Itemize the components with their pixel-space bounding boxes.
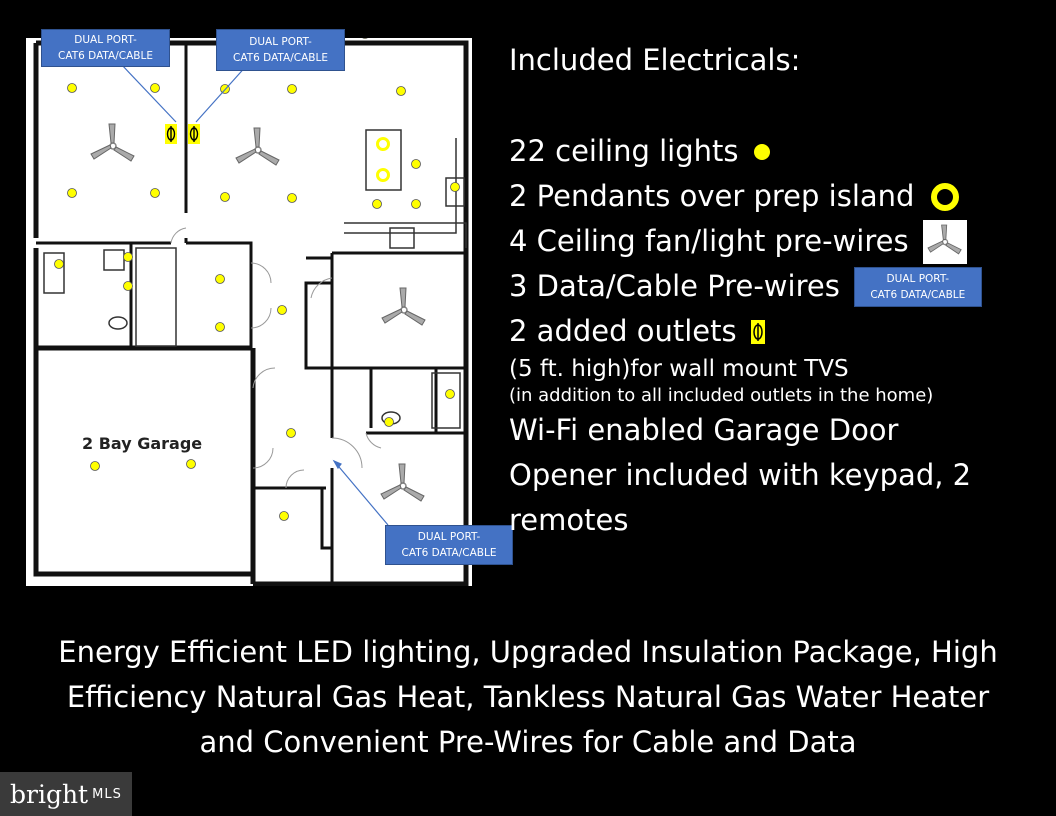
garage-opener-line: Opener included with keypad, 2 [509, 458, 972, 492]
brand-suffix: MLS [92, 786, 122, 802]
ceiling-light-icon [90, 461, 100, 471]
ceiling-light-icon [215, 322, 225, 332]
ceiling-light-icon [396, 86, 406, 96]
legend-text: 2 Pendants over prep island [509, 179, 915, 213]
ceiling-light-icon [372, 199, 382, 209]
ceiling-light-icon [411, 199, 421, 209]
pointer-arrow [333, 460, 389, 526]
ceiling-light-icon [67, 83, 77, 93]
port-label-line: CAT6 DATA/CABLE [870, 288, 966, 301]
brand-name: bright [10, 779, 89, 809]
pendant-icon [928, 180, 962, 214]
features-text: Energy Efficient LED lighting, Upgraded … [40, 630, 1016, 765]
pointer-arrow [120, 63, 177, 123]
port-label-line: CAT6 DATA/CABLE [401, 547, 497, 559]
ceiling-light-icon [287, 193, 297, 203]
ceiling-light-icon [384, 417, 394, 427]
legend-title: Included Electricals: [509, 43, 801, 77]
legend-text: 22 ceiling lights [509, 134, 739, 168]
ceiling-fan-icon [922, 219, 967, 264]
legend: Included Electricals: 22 ceiling lights … [509, 40, 982, 543]
outlets-note-secondary: (in addition to all included outlets in … [509, 385, 934, 406]
legend-row-fans: 4 Ceiling fan/light pre-wires [509, 219, 982, 264]
garage-opener-line: Wi-Fi enabled Garage Door [509, 413, 899, 447]
pendant-icon [376, 168, 390, 182]
data-port-label: DUAL PORT- CAT6 DATA/CABLE [216, 29, 345, 71]
pointer-arrow [195, 63, 249, 123]
floor-plan [26, 38, 472, 586]
outlet-icon [750, 319, 765, 344]
legend-row-pendants: 2 Pendants over prep island [509, 174, 982, 219]
outlets-note: (5 ft. high)for wall mount TVS [509, 356, 849, 382]
features-line: Energy Efficient LED lighting, Upgraded … [58, 635, 998, 669]
ceiling-light-icon [752, 142, 772, 162]
ceiling-light-icon [215, 274, 225, 284]
legend-text: 4 Ceiling fan/light pre-wires [509, 224, 909, 258]
ceiling-light-icon [67, 188, 77, 198]
ceiling-light-icon [286, 428, 296, 438]
port-label-line: DUAL PORT- [417, 531, 481, 543]
legend-text: 3 Data/Cable Pre-wires [509, 269, 840, 303]
port-label-line: CAT6 DATA/CABLE [233, 52, 328, 64]
ceiling-light-icon [277, 305, 287, 315]
port-label-line: CAT6 DATA/CABLE [58, 50, 153, 62]
ceiling-light-icon [362, 38, 368, 39]
legend-row-data: 3 Data/Cable Pre-wires DUAL PORT- CAT6 D… [509, 264, 982, 309]
garage-label: 2 Bay Garage [82, 434, 203, 453]
ceiling-light-icon [411, 159, 421, 169]
brand-watermark: bright MLS [0, 772, 132, 816]
ceiling-light-icon [220, 192, 230, 202]
ceiling-light-icon [279, 511, 289, 521]
features-line: and Convenient Pre-Wires for Cable and D… [199, 725, 857, 759]
data-port-label: DUAL PORT- CAT6 DATA/CABLE [853, 266, 982, 307]
legend-text: 2 added outlets [509, 314, 737, 348]
pendant-icon [376, 137, 390, 151]
ceiling-light-icon [54, 259, 64, 269]
ceiling-light-icon [186, 459, 196, 469]
ceiling-light-icon [123, 281, 133, 291]
garage-opener-line: remotes [509, 503, 629, 537]
features-line: Efficiency Natural Gas Heat, Tankless Na… [66, 680, 990, 714]
legend-row-outlets: 2 added outlets [509, 309, 982, 354]
ceiling-light-icon [150, 83, 160, 93]
legend-row-ceiling-lights: 22 ceiling lights [509, 129, 982, 174]
ceiling-light-icon [450, 182, 460, 192]
port-label-line: DUAL PORT- [249, 36, 312, 48]
port-label-line: DUAL PORT- [74, 34, 137, 46]
ceiling-light-icon [123, 252, 133, 262]
ceiling-light-icon [445, 389, 455, 399]
ceiling-light-icon [150, 188, 160, 198]
ceiling-light-icon [287, 84, 297, 94]
data-port-label: DUAL PORT- CAT6 DATA/CABLE [385, 525, 513, 565]
data-port-label: DUAL PORT- CAT6 DATA/CABLE [41, 29, 170, 67]
port-label-line: DUAL PORT- [886, 272, 950, 285]
floor-plan-drawing [26, 38, 472, 586]
